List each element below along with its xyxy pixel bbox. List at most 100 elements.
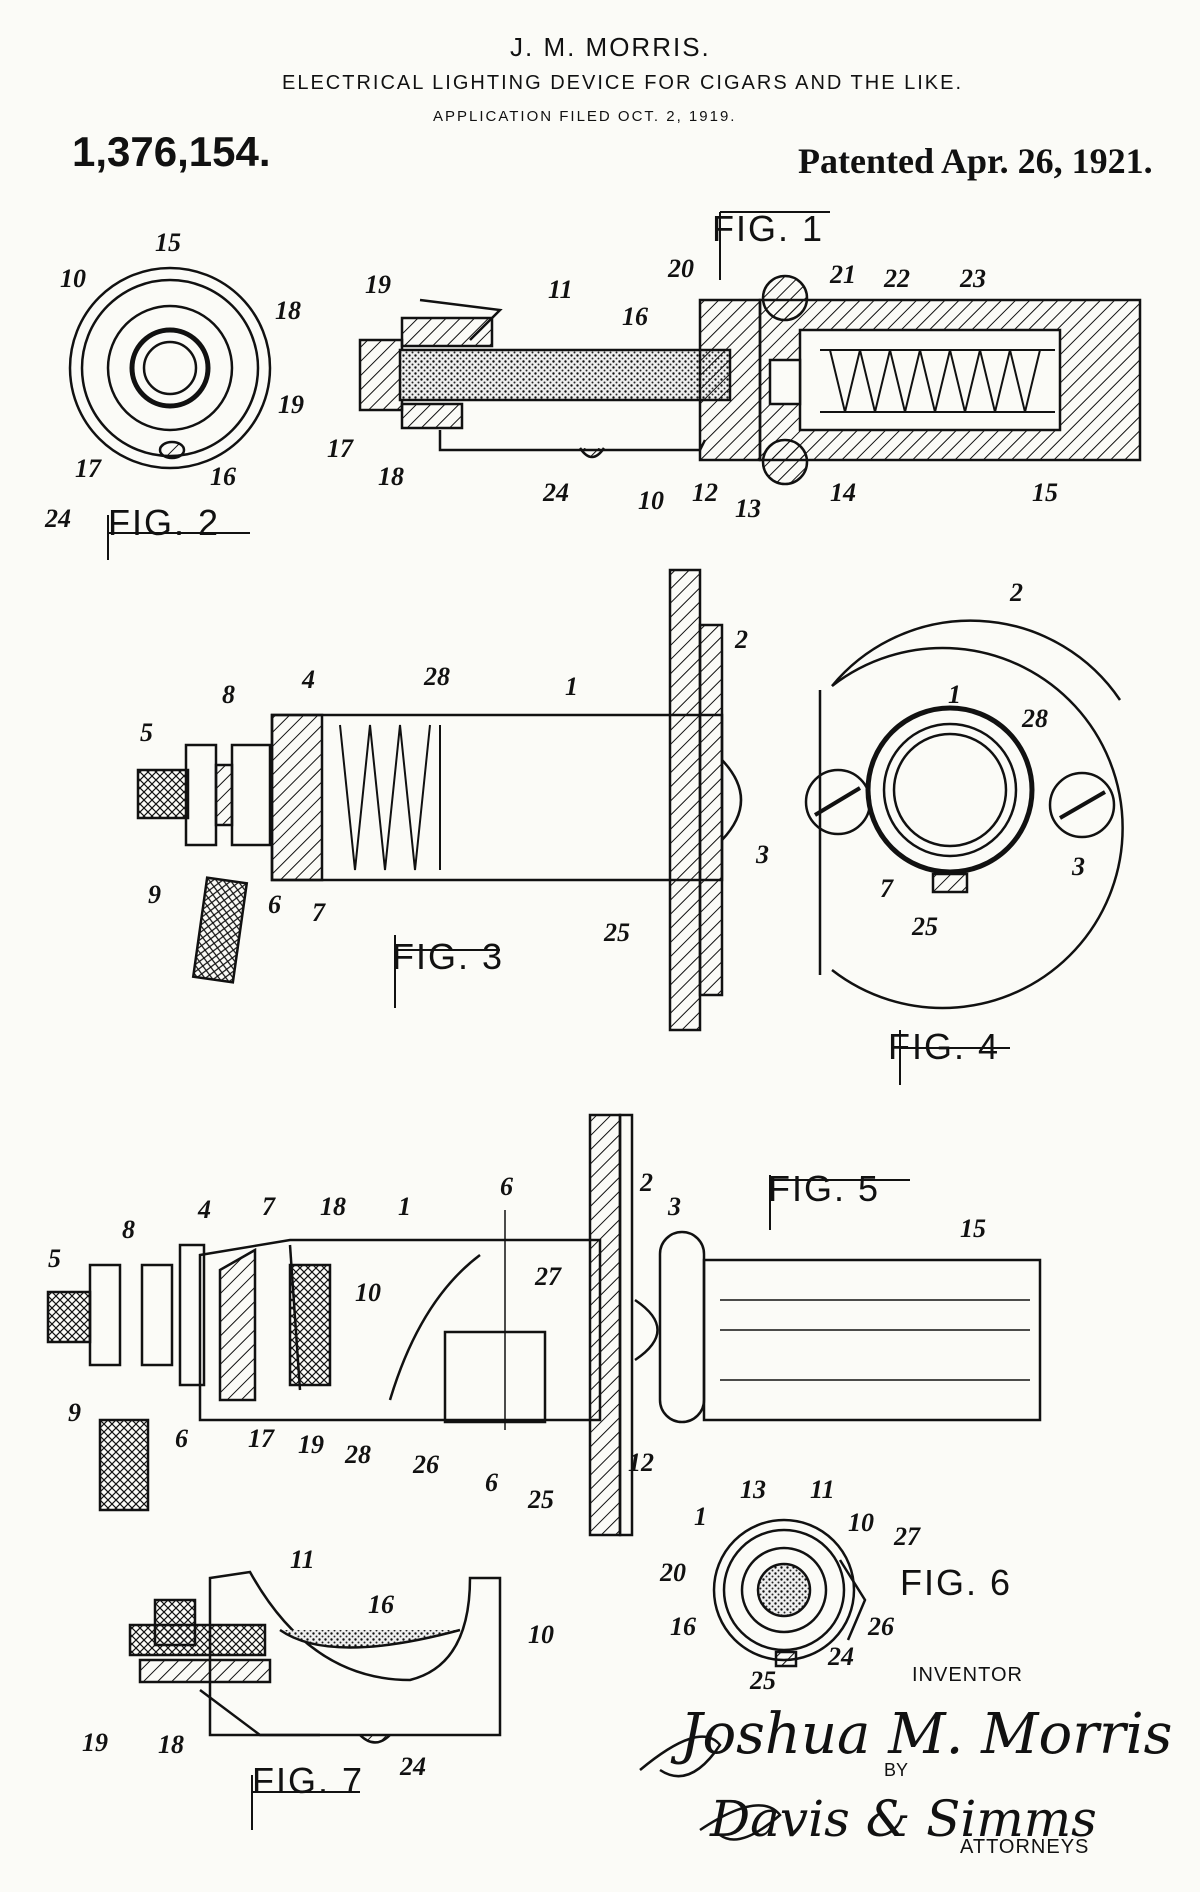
patent-date: Patented Apr. 26, 1921. [798, 141, 1153, 181]
fig6-label-25: 25 [750, 1666, 776, 1695]
fig1-label-15: 15 [1032, 478, 1058, 507]
fig1-label-18: 18 [378, 462, 404, 491]
fig1-label-16: 16 [622, 302, 648, 331]
fig6-drawing [712, 1518, 867, 1668]
fig3-caption: FIG. 3 [392, 936, 505, 977]
fig1-label-17: 17 [327, 434, 353, 463]
fig3-label-7: 7 [312, 898, 325, 927]
fig7-label-16: 16 [368, 1590, 394, 1619]
fig1-label-10: 10 [638, 486, 664, 515]
fig5-label-10: 10 [355, 1278, 381, 1307]
fig6-label-26: 26 [868, 1612, 894, 1641]
fig5-label-6-bottom: 6 [485, 1468, 498, 1497]
fig1-label-11: 11 [548, 275, 573, 304]
fig7-label-24: 24 [400, 1752, 426, 1781]
fig7-drawing [128, 1570, 502, 1830]
fig5-label-4: 4 [198, 1195, 211, 1224]
fig5-label-12: 12 [628, 1448, 654, 1477]
fig6-label-27: 27 [894, 1522, 920, 1551]
signature-strokes [639, 1735, 782, 1841]
fig4-label-2: 2 [1010, 578, 1023, 607]
fig6-caption: FIG. 6 [900, 1562, 1013, 1603]
fig5-label-18: 18 [320, 1192, 346, 1221]
fig5-label-3: 3 [668, 1192, 681, 1221]
fig4-drawing [804, 619, 1124, 1085]
filing-date: APPLICATION FILED OCT. 2, 1919. [433, 108, 737, 125]
fig5-label-19: 19 [298, 1430, 324, 1459]
fig5-label-6-top: 6 [500, 1172, 513, 1201]
fig5-label-6-left: 6 [175, 1424, 188, 1453]
fig2-label-19: 19 [278, 390, 304, 419]
fig6-label-1: 1 [694, 1502, 707, 1531]
fig1-label-14: 14 [830, 478, 856, 507]
fig7-label-11: 11 [290, 1545, 315, 1574]
by-label: BY [884, 1760, 909, 1780]
fig5-label-17: 17 [248, 1424, 274, 1453]
fig1-caption: FIG. 1 [712, 208, 825, 249]
fig3-label-8: 8 [222, 680, 235, 709]
fig2-label-16: 16 [210, 462, 236, 491]
fig1-label-20: 20 [668, 254, 694, 283]
fig6-label-10: 10 [848, 1508, 874, 1537]
inventor-label: INVENTOR [912, 1664, 1023, 1686]
fig5-label-26: 26 [413, 1450, 439, 1479]
fig5-label-2: 2 [640, 1168, 653, 1197]
fig1-label-13: 13 [735, 494, 761, 523]
attorneys-label: ATTORNEYS [960, 1836, 1090, 1858]
fig5-label-7: 7 [262, 1192, 275, 1221]
fig7-label-19: 19 [82, 1728, 108, 1757]
fig3-drawing [136, 568, 743, 1032]
fig1-label-23: 23 [960, 264, 986, 293]
fig1-label-22: 22 [884, 264, 910, 293]
fig3-label-4: 4 [302, 665, 315, 694]
fig1-label-19: 19 [365, 270, 391, 299]
inventor-signature: Joshua M. Morris [680, 1702, 1173, 1767]
fig5-label-28: 28 [345, 1440, 371, 1469]
fig6-label-16: 16 [670, 1612, 696, 1641]
fig2-caption: FIG. 2 [108, 502, 221, 543]
fig5-label-8: 8 [122, 1215, 135, 1244]
fig3-label-9: 9 [148, 880, 161, 909]
fig5-label-27: 27 [535, 1262, 561, 1291]
fig7-label-18: 18 [158, 1730, 184, 1759]
fig2-label-17: 17 [75, 454, 101, 483]
fig3-label-5: 5 [140, 718, 153, 747]
fig6-label-20: 20 [660, 1558, 686, 1587]
fig7-caption: FIG. 7 [252, 1760, 365, 1801]
fig7-label-10: 10 [528, 1620, 554, 1649]
fig2-label-24: 24 [45, 504, 71, 533]
fig5-drawing [46, 1113, 1042, 1537]
fig5-caption: FIG. 5 [768, 1168, 881, 1209]
fig4-label-3-right: 3 [1072, 852, 1085, 881]
fig3-label-25: 25 [604, 918, 630, 947]
fig4-label-25: 25 [912, 912, 938, 941]
fig4-label-7: 7 [880, 874, 893, 903]
inventor-name: J. M. MORRIS. [510, 32, 711, 62]
fig5-label-9: 9 [68, 1398, 81, 1427]
fig4-label-3-left: 3 [756, 840, 769, 869]
patent-title: ELECTRICAL LIGHTING DEVICE FOR CIGARS AN… [282, 72, 964, 94]
fig4-label-28: 28 [1022, 704, 1048, 733]
fig6-label-11: 11 [810, 1475, 835, 1504]
fig6-label-24: 24 [828, 1642, 854, 1671]
fig2-drawing [68, 266, 272, 560]
fig2-label-15: 15 [155, 228, 181, 257]
fig1-label-24: 24 [543, 478, 569, 507]
fig3-label-28: 28 [424, 662, 450, 691]
fig4-label-1: 1 [948, 680, 961, 709]
fig3-label-2: 2 [735, 625, 748, 654]
patent-number: 1,376,154. [72, 128, 271, 175]
fig5-label-5: 5 [48, 1244, 61, 1273]
fig5-label-25: 25 [528, 1485, 554, 1514]
fig1-label-21: 21 [830, 260, 856, 289]
attorney-signature: Davis & Simms [710, 1790, 1097, 1848]
fig1-drawing [358, 211, 1142, 486]
fig6-label-13: 13 [740, 1475, 766, 1504]
fig1-label-12: 12 [692, 478, 718, 507]
fig4-caption: FIG. 4 [888, 1026, 1001, 1067]
fig5-label-15: 15 [960, 1214, 986, 1243]
fig2-label-18: 18 [275, 296, 301, 325]
fig3-label-6: 6 [268, 890, 281, 919]
fig2-label-10: 10 [60, 264, 86, 293]
